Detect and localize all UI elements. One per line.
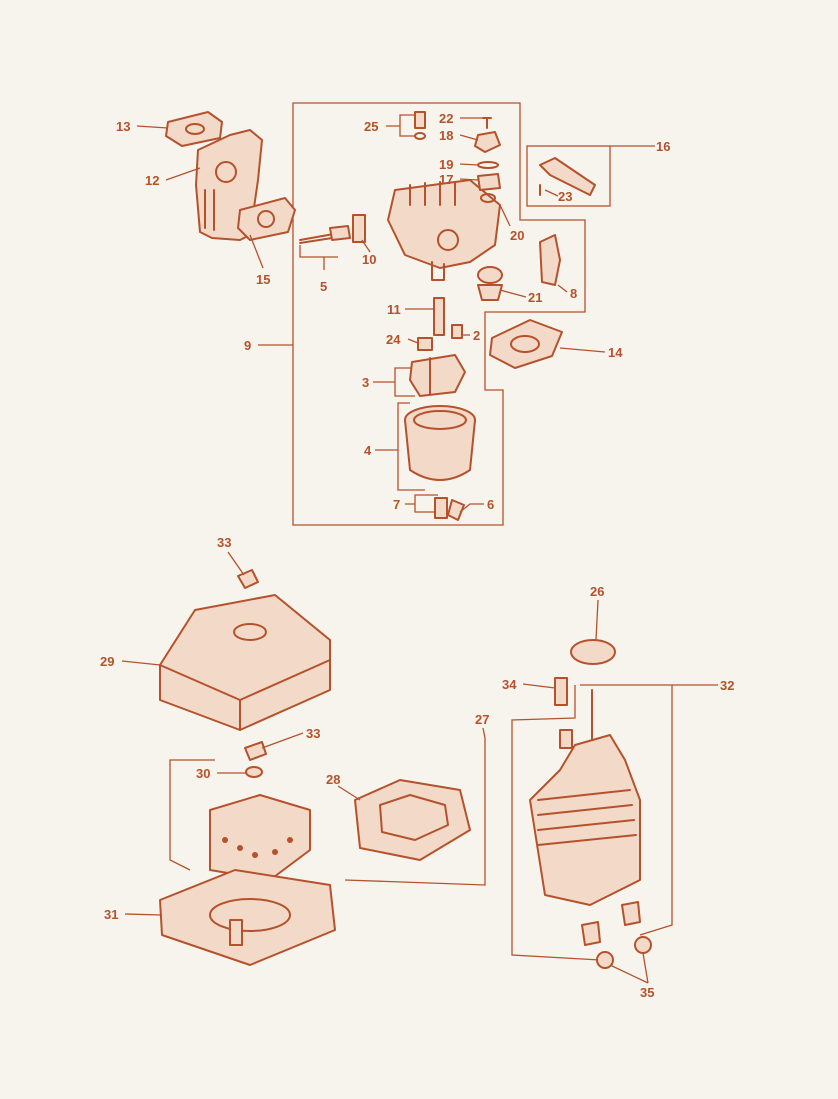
callout-5: 5 (320, 279, 327, 294)
parts-6-7-screws (434, 497, 465, 521)
callout-10: 10 (362, 252, 376, 267)
callout-16: 16 (656, 139, 670, 154)
elbow-group-bracket (511, 684, 673, 961)
callout-7: 7 (393, 497, 400, 512)
callout-29: 29 (100, 654, 114, 669)
callout-6: 6 (487, 497, 494, 512)
callout-14: 14 (608, 345, 623, 360)
part-34-bolt (554, 677, 568, 706)
callout-24: 24 (386, 332, 401, 347)
part-3-float (409, 354, 466, 397)
callout-11: 11 (387, 302, 401, 317)
part-28-foam-element (354, 779, 471, 861)
callout-33-top: 33 (217, 535, 231, 550)
callout-32: 32 (720, 678, 734, 693)
part-29-air-cleaner-cover (159, 594, 331, 731)
callout-labels: 2 3 4 5 6 7 8 9 10 11 12 13 14 15 16 17 … (100, 111, 734, 1000)
part-26-gasket (570, 639, 616, 665)
carburetor-body (387, 179, 501, 281)
callout-27: 27 (475, 712, 489, 727)
callout-12: 12 (145, 173, 159, 188)
callout-25: 25 (364, 119, 378, 134)
callout-4: 4 (364, 443, 372, 458)
callout-28: 28 (326, 772, 340, 787)
part-35-nuts (596, 936, 652, 969)
callout-31: 31 (104, 907, 118, 922)
part-30-washer (245, 766, 263, 778)
callout-19: 19 (439, 157, 453, 172)
callout-2: 2 (473, 328, 480, 343)
part-8-lever (539, 234, 561, 286)
callout-35: 35 (640, 985, 654, 1000)
callout-18: 18 (439, 128, 453, 143)
callout-8: 8 (570, 286, 577, 301)
callout-15: 15 (256, 272, 270, 287)
callout-20: 20 (510, 228, 524, 243)
part-15-gasket (237, 197, 296, 241)
callout-9: 9 (244, 338, 251, 353)
callout-34: 34 (502, 677, 517, 692)
callout-22: 22 (439, 111, 453, 126)
callout-23: 23 (558, 189, 572, 204)
part-13-gasket (165, 111, 223, 147)
callout-21: 21 (528, 290, 542, 305)
callout-30: 30 (196, 766, 210, 781)
callout-13: 13 (116, 119, 130, 134)
callout-3: 3 (362, 375, 369, 390)
callout-leaders (121, 114, 718, 984)
part-4-float-bowl (404, 405, 476, 481)
carburetor-assembly-bracket (292, 102, 586, 526)
part-14-gasket (489, 319, 563, 369)
callout-17: 17 (439, 172, 453, 187)
part-16-choke-box (526, 145, 611, 207)
callout-33-lower: 33 (306, 726, 320, 741)
carburetor-small-parts (299, 111, 503, 351)
callout-26: 26 (590, 584, 604, 599)
part-31-air-cleaner-base (159, 794, 336, 966)
part-32-intake-elbow (529, 689, 641, 946)
air-cleaner-group-bracket (169, 738, 486, 886)
